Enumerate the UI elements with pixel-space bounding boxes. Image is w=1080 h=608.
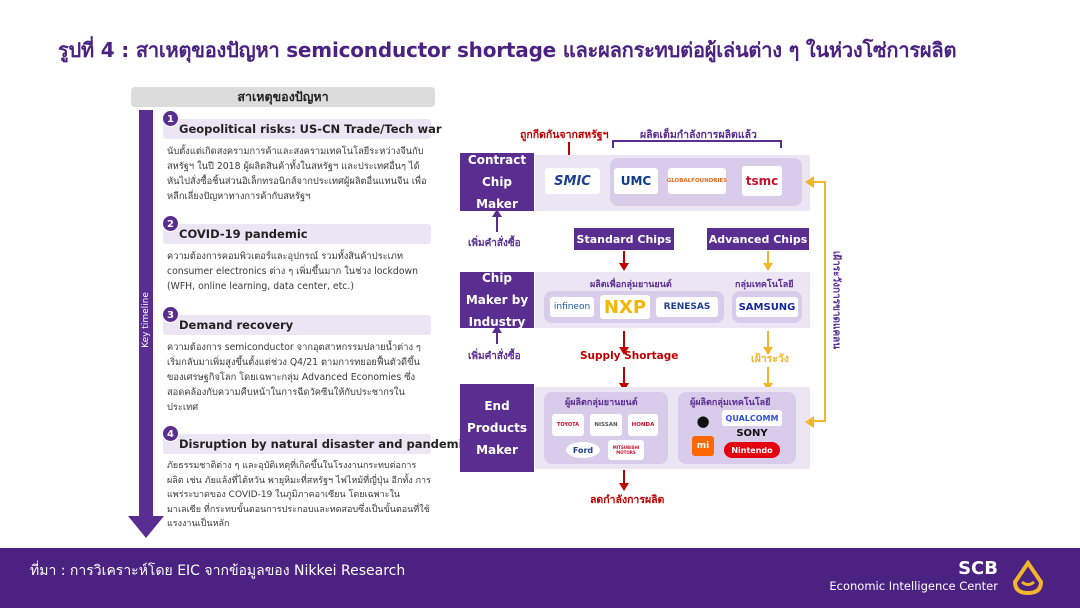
tsmc-logo: tsmc [742,166,782,196]
full-capacity-label: ผลิตเต็มกำลังการผลิตแล้ว [640,129,757,141]
cause-text: ความต้องการ semiconductor จากอุตสาหกรรมป… [167,342,421,413]
order-up-arrow-2 [492,325,502,344]
globalfoundries-logo: GLOBALFOUNDRIES [667,168,727,194]
supply-shortage-arrow-top [619,331,629,355]
supply-shortage-arrow-bottom [619,367,629,391]
cause-title: Geopolitical risks: US-CN Trade/Tech war [179,122,442,136]
infineon-logo: infineon [550,297,594,317]
cause-item-demand: 3 Demand recovery ความต้องการ semiconduc… [162,306,431,415]
cause-title: COVID-19 pandemic [179,227,308,241]
advanced-chips-label: Advanced Chips [707,228,809,250]
cause-text: ความต้องการคอมพิวเตอร์และอุปกรณ์ รวมทั้ง… [167,251,419,292]
contract-chip-maker-label: Contract Chip Maker [460,153,534,211]
scb-logo-icon [1012,560,1044,596]
order-more-label-2: เพิ่มคำสั่งซื้อ [468,351,521,362]
blocked-by-us-label: ถูกกีดกันจากสหรัฐฯ [520,129,609,141]
advanced-chips-arrow [763,251,773,271]
mitsubishi-logo: MITSUBISHI MOTORS [608,440,644,460]
brand-name: SCB [958,558,998,579]
cause-number: 1 [162,110,179,127]
full-capacity-bracket [612,140,782,148]
reduce-output-label: ลดกำลังการผลิต [590,494,665,506]
nissan-logo: NISSAN [590,414,622,436]
standard-chips-arrow [619,251,629,271]
watch-arrow-top [763,331,773,355]
tech-makers-label: ผู้ผลิตกลุ่มเทคโนโลยี [690,398,771,408]
chip-maker-by-industry-label: Chip Maker by Industry [460,271,534,329]
apple-icon: ● [696,412,710,430]
cause-item-disruption: 4 Disruption by natural disaster and pan… [162,425,469,532]
timeline-arrow [139,110,153,518]
cause-text: นับตั้งแต่เกิดสงครามการค้าและสงครามเทคโน… [167,146,427,202]
sony-logo: SONY [736,427,768,439]
smic-logo: SMIC [545,168,600,194]
qualcomm-logo: QUALCOMM [722,410,782,426]
supply-shortage-label: Supply Shortage [580,350,679,362]
feedback-arrowhead-bottom [805,416,814,428]
auto-chip-group-label: ผลิตเพื่อกลุ่มยานยนต์ [590,280,672,290]
cause-number: 4 [162,425,179,442]
source-note: ที่มา : การวิเคราะห์โดย EIC จากข้อมูลของ… [30,563,406,579]
page-title: รูปที่ 4 : สาเหตุของปัญหา semiconductor … [58,38,957,62]
brand-subtitle: Economic Intelligence Center [829,579,998,593]
reduce-output-arrow [619,470,629,491]
nxp-logo: NXP [600,295,650,319]
xiaomi-logo: mi [692,436,714,456]
toyota-logo: TOYOTA [552,414,584,436]
cause-item-covid: 2 COVID-19 pandemic ความต้องการคอมพิวเตอ… [162,215,431,294]
watch-feedback-loop [812,181,826,422]
timeline-arrowhead [128,516,164,538]
order-up-arrow-1 [492,209,502,232]
footer-bar [0,548,1080,608]
cause-title: Disruption by natural disaster and pande… [179,437,470,451]
feedback-arrowhead-top [805,176,814,188]
ford-logo: Ford [566,442,600,458]
order-more-label-1: เพิ่มคำสั่งซื้อ [468,238,521,249]
nintendo-logo: Nintendo [724,442,780,458]
brand-block: SCB Economic Intelligence Center [829,558,998,593]
honda-logo: HONDA [628,414,658,436]
cause-number: 3 [162,306,179,323]
side-watch-label: เฝ้าระวังการขาดแคลน [830,250,842,350]
samsung-logo: SAMSUNG [736,297,798,317]
auto-makers-label: ผู้ผลิตกลุ่มยานยนต์ [565,398,638,408]
end-products-maker-label: End Products Maker [460,384,534,472]
cause-number: 2 [162,215,179,232]
watch-arrow-bottom [763,367,773,391]
causes-header: สาเหตุของปัญหา [131,87,435,107]
renesas-logo: RENESAS [656,297,718,317]
cause-title: Demand recovery [179,318,294,332]
timeline-label: Key timeline [141,292,151,348]
cause-item-geopolitical: 1 Geopolitical risks: US-CN Trade/Tech w… [162,110,442,204]
watch-label: เฝ้าระวัง [751,353,789,365]
standard-chips-label: Standard Chips [574,228,674,250]
tech-chip-group-label: กลุ่มเทคโนโลยี [735,280,794,290]
cause-text: ภัยธรรมชาติต่าง ๆ และอุบัติเหตุที่เกิดขึ… [167,461,431,529]
umc-logo: UMC [614,168,658,194]
